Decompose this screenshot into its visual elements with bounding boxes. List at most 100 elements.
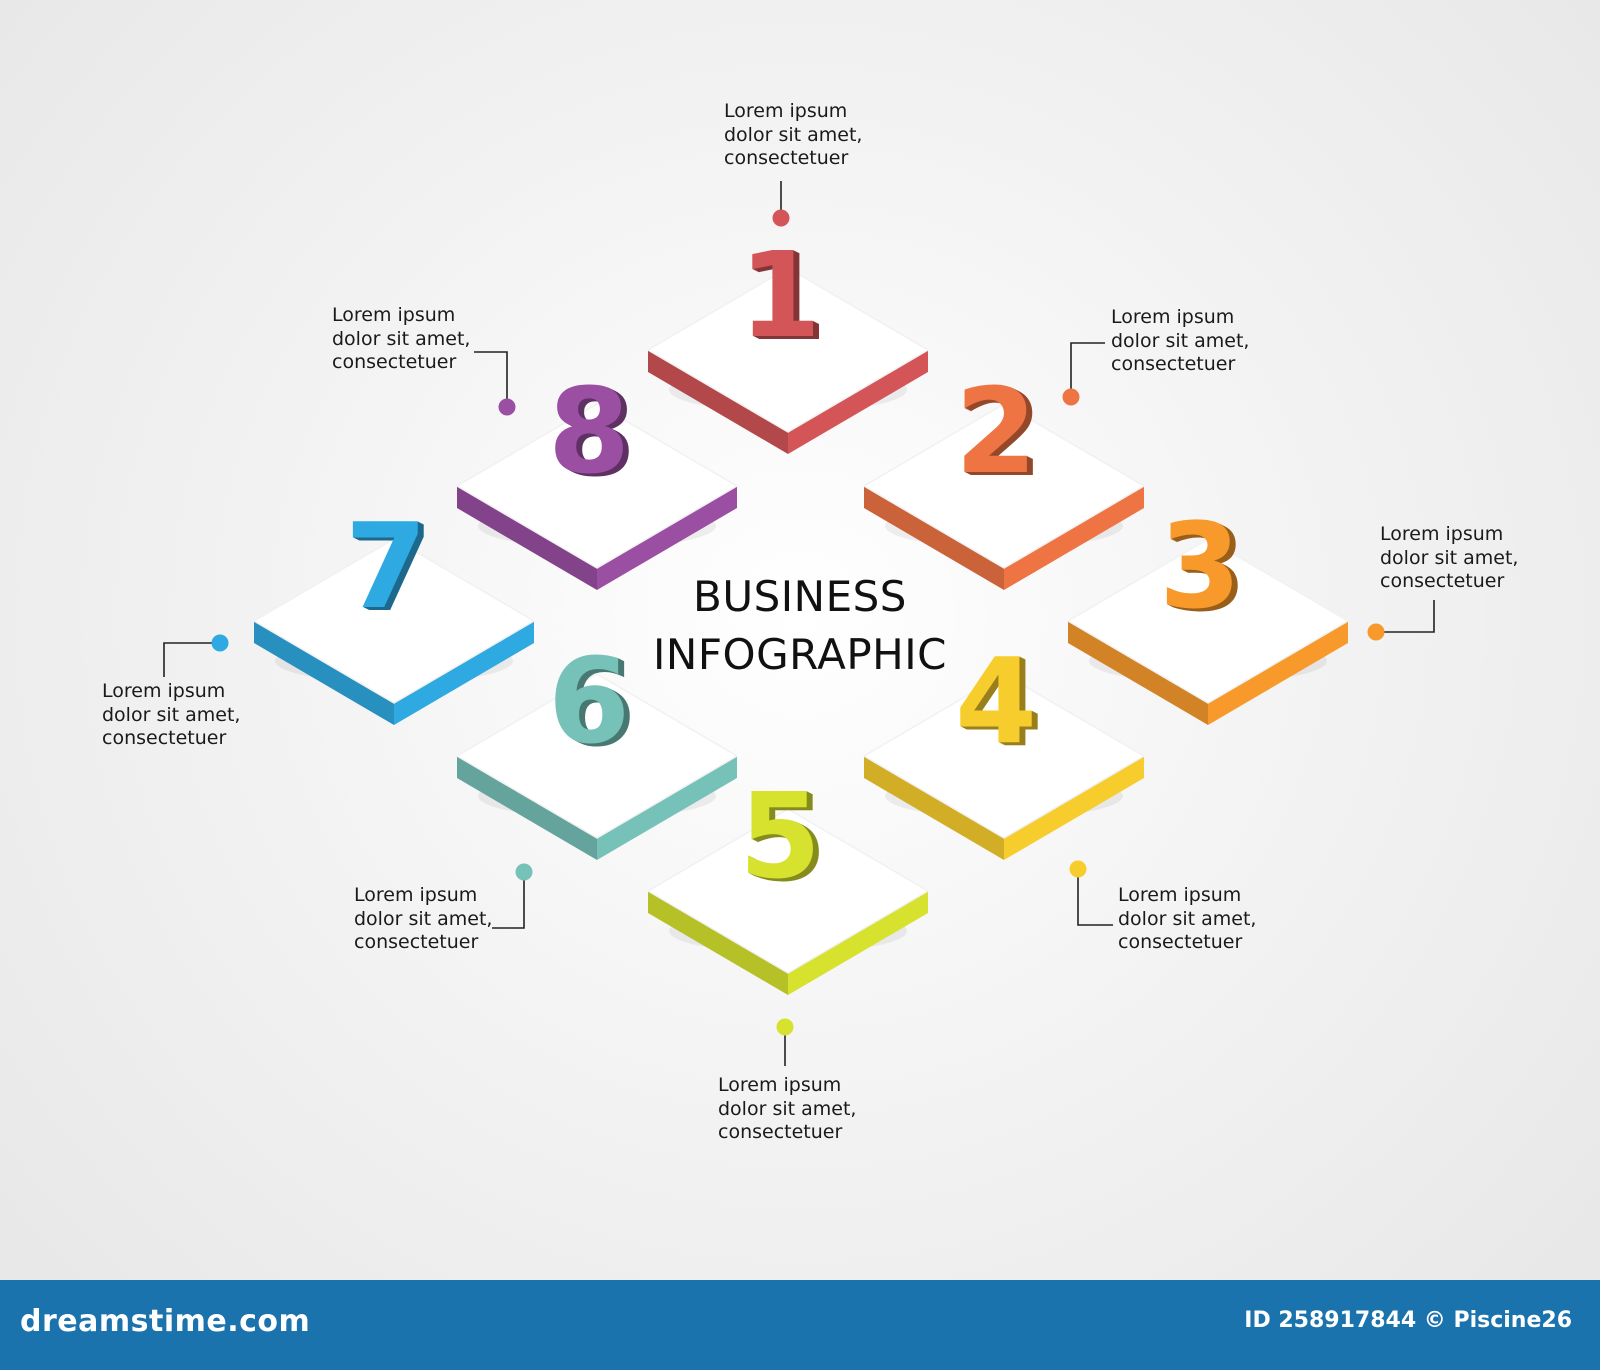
number-extrusion: 8 [552,364,634,502]
number-extrusion: 3 [1165,500,1247,638]
number-extrusion: 7 [346,498,428,636]
step-8-dot [498,398,516,416]
title-line-1: BUSINESS [693,572,907,621]
number-extrusion: 2 [961,365,1043,503]
tiles-layer: 1111111222222288888883333333777777744444… [253,226,1349,995]
step-2-dot [1062,388,1080,406]
step-2-label: Lorem ipsum dolor sit amet, consectetuer [1111,306,1250,375]
number-extrusion: 3 [1161,498,1243,636]
step-4-dot [1069,860,1087,878]
brand-logo[interactable]: dreamstime.com [20,1304,311,1339]
step-2-number: 2 [955,362,1037,500]
step-6-connector [492,878,525,929]
number-extrusion: 6 [551,634,633,772]
number-extrusion: 2 [957,363,1039,501]
step-4-connector [1077,875,1113,926]
number-extrusion: 8 [554,365,636,503]
step-6-label: Lorem ipsum dolor sit amet, consectetuer [354,884,493,953]
step-3-dot [1367,623,1385,641]
tile-top [253,538,535,704]
number-extrusion: 4 [960,635,1042,773]
tile-side-right [1004,486,1144,590]
number-extrusion: 1 [741,227,823,365]
tile-side-left [648,350,788,454]
tile-side-left [864,486,1004,590]
number-extrusion: 6 [549,633,631,771]
image-credit: ID 258917844 © Piscine26 [1244,1308,1572,1333]
step-2-connector [1070,342,1105,391]
number-extrusion: 1 [744,229,826,367]
number-extrusion: 8 [549,363,631,501]
step-5-label: Lorem ipsum dolor sit amet, consectetuer [718,1074,857,1143]
tile-side-right [597,486,737,590]
number-extrusion: 5 [744,770,826,908]
number-extrusion: 2 [960,365,1042,503]
number-extrusion: 2 [959,364,1041,502]
tile-side-left [648,891,788,995]
number-extrusion: 5 [741,768,823,906]
number-extrusion: 4 [959,634,1041,772]
number-extrusion: 6 [554,635,636,773]
tile-side-right [597,756,737,860]
tile-top [456,403,738,569]
number-extrusion: 6 [550,633,632,771]
tile-top [456,673,738,839]
number-extrusion: 1 [740,227,822,365]
step-7-label: Lorem ipsum dolor sit amet, consectetuer [102,680,241,749]
number-extrusion: 3 [1164,500,1246,638]
number-extrusion: 3 [1163,499,1245,637]
number-extrusion: 7 [347,498,429,636]
tile-side-left [1068,621,1208,725]
tile-side-right [788,350,928,454]
step-1-label: Lorem ipsum dolor sit amet, consectetuer [724,100,863,169]
tile-top [863,673,1145,839]
number-extrusion: 4 [957,633,1039,771]
number-extrusion: 4 [961,635,1043,773]
number-extrusion: 5 [745,770,827,908]
step-5-dot [776,1018,794,1036]
tile-side-left [864,756,1004,860]
tile-top [1067,538,1349,704]
step-8-number: 8 [548,362,630,500]
tile-side-right [1004,756,1144,860]
tile-top [863,403,1145,569]
step-3-connector [1382,600,1435,633]
number-extrusion: 7 [351,500,433,638]
step-8-label: Lorem ipsum dolor sit amet, consectetuer [332,304,471,373]
number-extrusion: 1 [745,229,827,367]
number-extrusion: 4 [956,633,1038,771]
number-extrusion: 7 [349,499,431,637]
tile-side-left [457,756,597,860]
step-7-number: 7 [345,497,427,635]
footer-bar: dreamstime.com ID 258917844 © Piscine26 [0,1280,1600,1370]
step-5-number: 5 [739,767,821,905]
number-extrusion: 8 [553,365,635,503]
tile-side-right [1208,621,1348,725]
tile-side-left [457,486,597,590]
title-line-2: INFOGRAPHIC [653,630,947,679]
step-3-label: Lorem ipsum dolor sit amet, consectetuer [1380,523,1519,592]
number-extrusion: 1 [743,228,825,366]
number-extrusion: 7 [350,500,432,638]
number-extrusion: 5 [740,768,822,906]
step-3-number: 3 [1159,497,1241,635]
number-extrusion: 2 [958,364,1040,502]
step-4-label: Lorem ipsum dolor sit amet, consectetuer [1118,884,1257,953]
number-extrusion: 1 [742,228,824,366]
connectors-layer [163,181,1435,1066]
infographic-canvas: 1111111222222288888883333333777777744444… [163,181,1435,1066]
step-6-number: 6 [548,632,630,770]
tile-top [647,808,929,974]
step-1-dot [772,209,790,227]
number-extrusion: 6 [553,635,635,773]
step-7-connector [163,642,214,677]
tile-side-right [394,621,534,725]
number-extrusion: 8 [550,363,632,501]
